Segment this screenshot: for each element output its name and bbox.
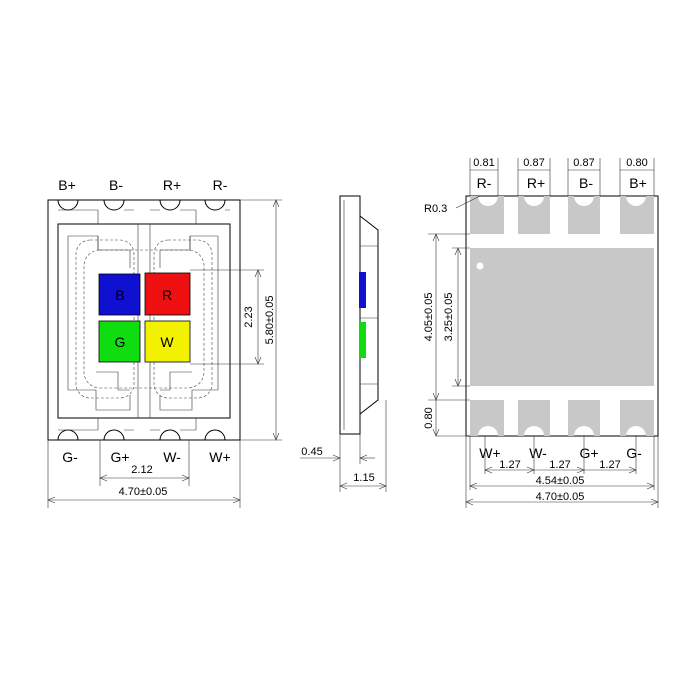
- bottom-top-pin-2: R+: [527, 175, 545, 191]
- front-bottom-notch-1: [57, 429, 79, 441]
- die-white: [144, 320, 191, 363]
- pad-span-label: 4.54±0.05: [536, 475, 585, 487]
- dim-outer-height-label: 4.05±0.05: [423, 293, 435, 342]
- front-dim-width-label: 4.70±0.05: [119, 486, 168, 498]
- front-lens-inner-outline: [83, 249, 205, 389]
- front-top-pin-4: R-: [213, 177, 228, 193]
- radius-label: R0.3: [424, 203, 447, 215]
- bottom-bottom-pin-4: G-: [626, 445, 642, 461]
- pad-top-1: [470, 196, 504, 234]
- die-red: [144, 272, 191, 316]
- bottom-dim-pad-span: 4.54±0.05: [469, 436, 655, 490]
- bottom-top-pin-4: B+: [629, 175, 647, 191]
- side-view: 0.45 1.15: [300, 195, 387, 492]
- side-base-outline: [339, 195, 361, 435]
- dim-inner-height-label: 3.25±0.05: [443, 293, 455, 342]
- bottom-bottom-pin-3: G+: [579, 445, 598, 461]
- front-bottom-pin-1: G-: [62, 449, 78, 465]
- die-blue: [98, 273, 141, 316]
- front-bottom-notch-2: [103, 429, 125, 441]
- front-top-pin-1: B+: [58, 177, 76, 193]
- pitch-3: 1.27: [599, 459, 620, 471]
- front-top-pin-3: R+: [163, 177, 181, 193]
- front-bottom-pin-3: W-: [163, 449, 181, 465]
- front-dim-height: 5.80±0.05: [240, 199, 282, 441]
- front-dim-pitch: 2.12: [99, 440, 190, 486]
- bottom-dim-inner-height: 3.25±0.05: [443, 247, 470, 387]
- bottom-dim-pitch: 1.27 1.27 1.27: [484, 436, 637, 474]
- top-width-3: 0.87: [573, 157, 594, 169]
- front-lens-left-outline: [75, 239, 135, 399]
- bottom-bottom-pin-1: W+: [479, 445, 500, 461]
- pad-top-2: [518, 196, 550, 234]
- front-dim-height-label: 5.80±0.05: [264, 296, 276, 345]
- front-top-notch-1: [57, 199, 79, 211]
- front-cavity-outline: [57, 223, 231, 419]
- top-width-4: 0.80: [626, 157, 647, 169]
- radius-callout: R0.3: [424, 195, 481, 215]
- pitch-2: 1.27: [549, 459, 570, 471]
- pad-bottom-4: [620, 400, 654, 436]
- front-lead-frame: [58, 209, 230, 431]
- side-dim-base: 0.45: [300, 434, 375, 464]
- front-dim-inner-label: 2.23: [243, 306, 255, 327]
- bottom-dim-outer-height: 4.05±0.05: [423, 233, 470, 401]
- front-bottom-notch-4: [204, 429, 226, 441]
- bottom-bottom-pin-2: W-: [529, 445, 547, 461]
- die-label-b: B: [115, 287, 124, 303]
- front-dim-pitch-label: 2.12: [131, 464, 152, 476]
- front-bottom-notch-3: [159, 429, 181, 441]
- bottom-package-outline: [465, 195, 659, 437]
- pad-top-3: [568, 196, 600, 234]
- bottom-top-pin-1: R-: [477, 175, 492, 191]
- front-bottom-pin-2: G+: [110, 449, 129, 465]
- bottom-dim-pad-gap: 0.80: [423, 400, 470, 437]
- front-bottom-pin-4: W+: [209, 449, 230, 465]
- front-top-notch-4: [204, 199, 226, 211]
- pin-one-marker: [476, 262, 484, 270]
- front-top-notch-3: [159, 199, 181, 211]
- bottom-top-pads: [470, 196, 654, 234]
- die-label-r: R: [162, 287, 172, 303]
- side-dim-total-label: 1.15: [353, 472, 374, 484]
- bottom-width-label: 4.70±0.05: [536, 491, 585, 503]
- side-lens-outline: [359, 215, 379, 415]
- front-view: B R G W B+ B- R+ R- G- G+ W- W+ 5.80±0.0…: [47, 177, 282, 508]
- bottom-dim-width: 4.70±0.05: [465, 436, 659, 508]
- front-top-notch-2: [103, 199, 125, 211]
- dim-pad-gap-label: 0.80: [423, 407, 435, 428]
- front-dim-inner: 2.23: [190, 269, 264, 365]
- bottom-view: 0.81 0.87 0.87 0.80 R- R+ B- B+ W+ W- G+…: [423, 157, 659, 508]
- side-blue-strip: [359, 272, 366, 308]
- bottom-top-pin-3: B-: [579, 175, 593, 191]
- pad-bottom-1: [470, 400, 504, 436]
- front-dies: B R G W: [98, 272, 191, 363]
- front-package-outline: [47, 199, 241, 441]
- top-width-1: 0.81: [473, 157, 494, 169]
- pad-top-4: [620, 196, 654, 234]
- die-label-w: W: [160, 334, 174, 350]
- side-dim-total: 1.15: [339, 400, 387, 492]
- side-green-strip: [359, 322, 366, 358]
- front-dim-width: 4.70±0.05: [47, 440, 241, 508]
- bottom-bottom-pads: [470, 400, 654, 436]
- top-width-2: 0.87: [523, 157, 544, 169]
- pad-bottom-2: [518, 400, 550, 436]
- die-label-g: G: [115, 334, 126, 350]
- front-top-pin-2: B-: [109, 177, 123, 193]
- side-dim-base-label: 0.45: [301, 446, 322, 458]
- pad-bottom-3: [568, 400, 600, 436]
- pitch-1: 1.27: [499, 459, 520, 471]
- front-lens-right-outline: [153, 239, 213, 399]
- bottom-thermal-pad: [470, 248, 654, 386]
- die-green: [98, 320, 141, 363]
- bottom-top-width-dims: 0.81 0.87 0.87 0.80: [469, 157, 655, 196]
